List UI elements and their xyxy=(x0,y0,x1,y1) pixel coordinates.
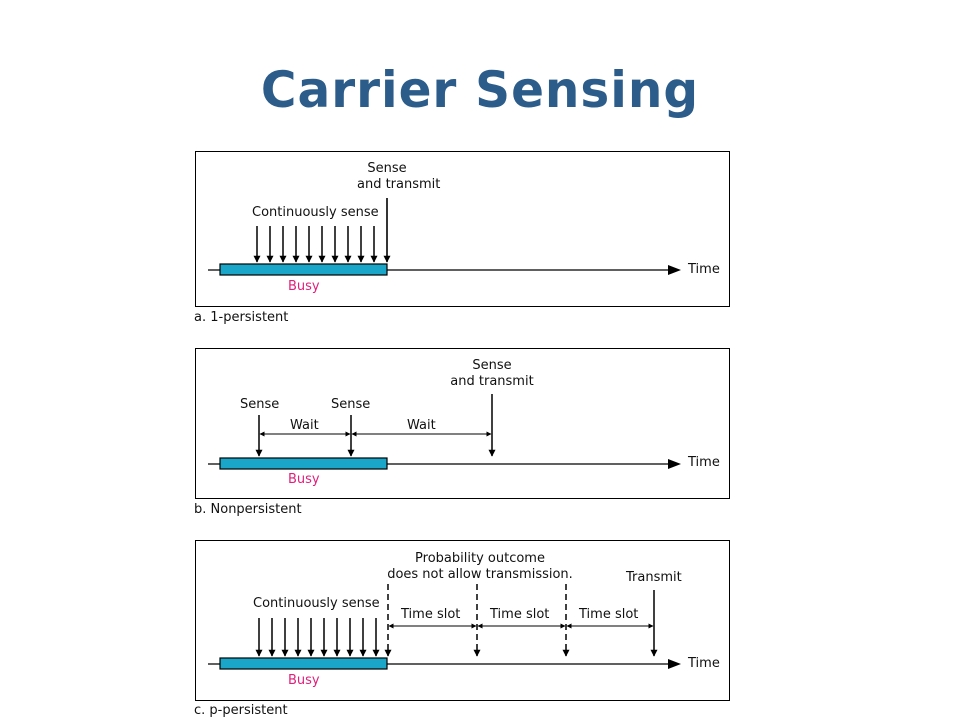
continuous-sense-arrows-a xyxy=(253,226,378,263)
slide-title: Carrier Sensing xyxy=(260,61,700,119)
panel-p-persistent xyxy=(195,540,730,701)
busy-bar-b xyxy=(219,457,388,470)
label-time-slot-c1: Time slot xyxy=(401,607,461,622)
panel-a-graphics xyxy=(208,198,681,276)
label-wait-b1: Wait xyxy=(290,418,319,433)
label-continuously-sense-a: Continuously sense xyxy=(252,205,379,220)
label-wait-b2: Wait xyxy=(407,418,436,433)
label-probability-outcome-c: Probability outcome does not allow trans… xyxy=(387,551,573,582)
label-sense-b1: Sense xyxy=(240,397,280,412)
label-time-slot-c2: Time slot xyxy=(490,607,550,622)
caption-p-persistent: c. p-persistent xyxy=(194,703,288,718)
continuous-sense-arrows-c xyxy=(255,618,380,657)
label-sense-and-transmit-b: Sense and transmit xyxy=(450,358,534,389)
label-time-a: Time xyxy=(688,262,720,277)
caption-nonpersistent: b. Nonpersistent xyxy=(194,502,302,517)
time-arrowhead-c xyxy=(668,659,681,669)
busy-bar-c xyxy=(219,657,388,670)
label-busy-b: Busy xyxy=(288,472,320,487)
busy-bar-a xyxy=(219,263,388,276)
label-time-b: Time xyxy=(688,455,720,470)
time-arrowhead-a xyxy=(668,265,681,275)
label-sense-and-transmit-a: Sense and transmit xyxy=(357,161,441,192)
slot-boundary-lines-c xyxy=(384,584,570,657)
panel-b-graphics xyxy=(208,394,681,470)
label-busy-a: Busy xyxy=(288,279,320,294)
label-sense-b2: Sense xyxy=(331,397,371,412)
label-transmit-c: Transmit xyxy=(626,570,682,585)
panel-nonpersistent xyxy=(195,348,730,499)
time-arrowhead-b xyxy=(668,459,681,469)
label-time-slot-c3: Time slot xyxy=(579,607,639,622)
panel-c-graphics xyxy=(208,584,681,670)
label-time-c: Time xyxy=(688,656,720,671)
label-busy-c: Busy xyxy=(288,673,320,688)
caption-1-persistent: a. 1-persistent xyxy=(194,310,289,325)
panel-1-persistent xyxy=(195,151,730,307)
label-continuously-sense-c: Continuously sense xyxy=(253,596,380,611)
